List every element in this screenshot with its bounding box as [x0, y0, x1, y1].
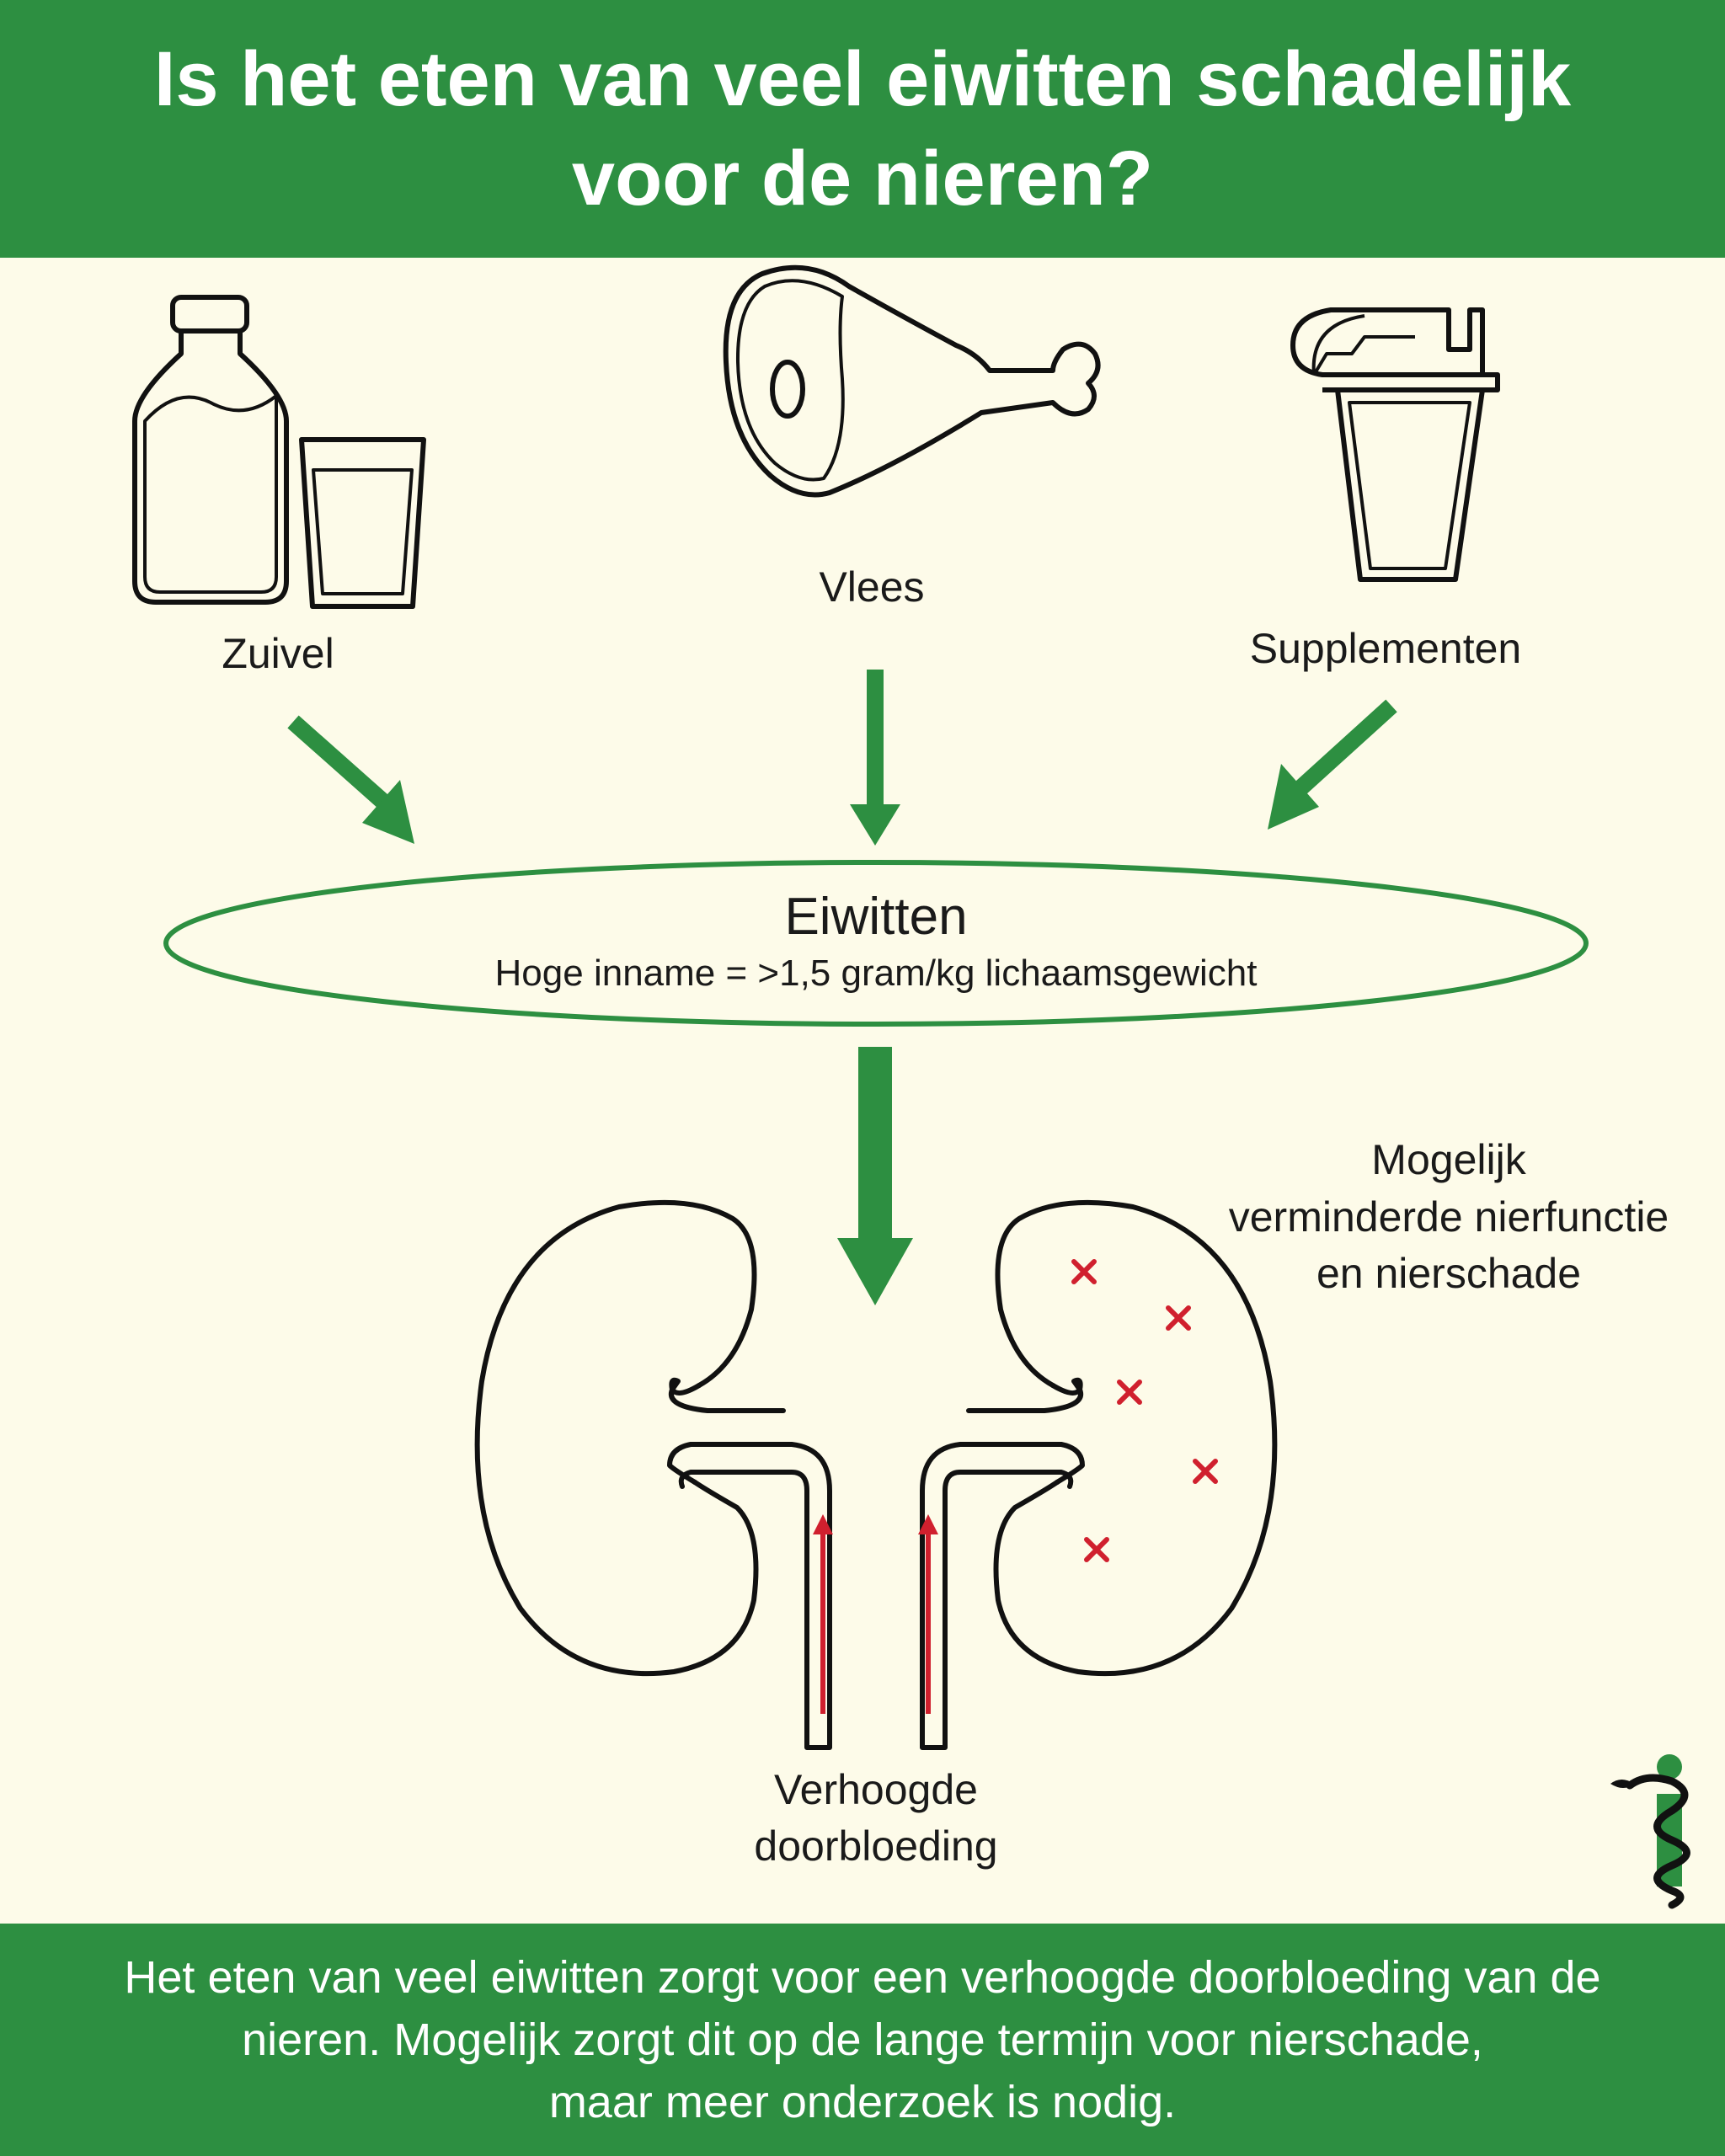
- arrow-supplements-to-protein: [1268, 699, 1397, 830]
- shaker-icon: [1290, 307, 1500, 582]
- right-kidney-icon: [920, 1199, 1278, 1750]
- glass-icon: [299, 437, 426, 609]
- arrow-meat-to-protein: [850, 670, 900, 846]
- damage-cross: [1193, 1459, 1218, 1484]
- arrow-protein-to-kidneys: [837, 1047, 913, 1305]
- meat-label: Vlees: [819, 563, 925, 611]
- damage-label-line-3: en nierschade: [1316, 1250, 1582, 1297]
- footer-text-line-2: nieren. Mogelijk zorgt dit op de lange t…: [242, 2015, 1483, 2065]
- footer-text-line-3: maar meer onderzoek is nodig.: [548, 2077, 1177, 2127]
- dairy-label: Zuivel: [222, 630, 334, 677]
- protein-subtitle: Hoge inname = >1,5 gram/kg lichaamsgewic…: [494, 953, 1258, 994]
- snake-info-logo-icon: [1610, 1754, 1690, 1909]
- damage-cross: [1117, 1380, 1142, 1405]
- protein-ellipse: [163, 860, 1589, 1027]
- damage-label-line-2: verminderde nierfunctie: [1228, 1193, 1669, 1241]
- damage-label-line-1: Mogelijk: [1371, 1136, 1526, 1183]
- footer-text-line-1: Het eten van veel eiwitten zorgt voor ee…: [124, 1952, 1601, 2003]
- milk-bottle-icon: [132, 295, 289, 605]
- page-title-line-1: Is het eten van veel eiwitten schadelijk: [153, 36, 1572, 122]
- blood-flow-label-line-1: Verhoogde: [774, 1766, 978, 1813]
- damage-crosses: [1071, 1259, 1218, 1562]
- left-kidney-icon: [474, 1199, 832, 1750]
- protein-title: Eiwitten: [784, 888, 968, 946]
- damage-cross: [1084, 1537, 1109, 1562]
- page-title-line-2: voor de nieren?: [571, 136, 1154, 221]
- blood-flow-label-line-2: doorbloeding: [754, 1822, 998, 1870]
- damage-cross: [1071, 1259, 1097, 1284]
- arrow-dairy-to-protein: [287, 715, 414, 844]
- supplements-label: Supplementen: [1249, 625, 1522, 672]
- damage-cross: [1166, 1305, 1191, 1331]
- header-banner: Is het eten van veel eiwitten schadelijk…: [0, 0, 1725, 258]
- ham-leg-icon: [723, 264, 1101, 498]
- footer-banner: Het eten van veel eiwitten zorgt voor ee…: [0, 1924, 1725, 2156]
